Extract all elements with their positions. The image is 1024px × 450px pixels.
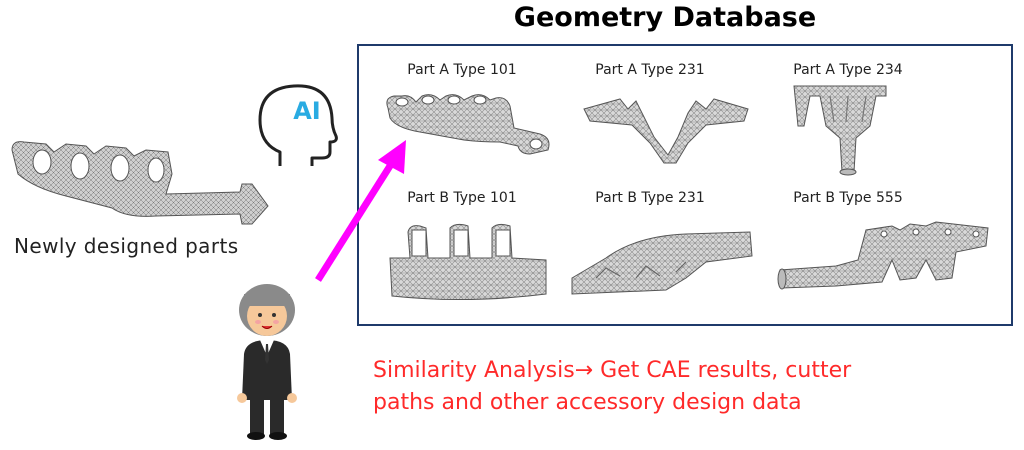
ai-badge-text: AI — [293, 97, 321, 125]
magenta-arrow — [315, 140, 406, 282]
ai-head-icon — [258, 84, 338, 166]
database-frame — [357, 44, 1013, 326]
new-part-mesh-image — [11, 141, 269, 225]
part-a231-mesh-image — [583, 98, 749, 164]
part-label-a101: Part A Type 101 — [407, 62, 517, 78]
part-label-b231: Part B Type 231 — [595, 190, 705, 206]
part-label-a234: Part A Type 234 — [793, 62, 903, 78]
new-parts-label: Newly designed parts — [14, 234, 239, 258]
caption-line-1: Similarity Analysis→ Get CAE results, cu… — [373, 358, 852, 383]
part-label-a231: Part A Type 231 — [595, 62, 705, 78]
caption-line-2: paths and other accessory design data — [373, 390, 802, 415]
similarity-analysis-caption: Similarity Analysis→ Get CAE results, cu… — [373, 355, 933, 419]
part-a101-mesh-image — [386, 94, 550, 155]
part-label-b555: Part B Type 555 — [793, 190, 903, 206]
part-a234-mesh-image — [793, 85, 887, 176]
engineer-person-icon — [237, 284, 297, 440]
part-b231-mesh-image — [571, 231, 753, 295]
part-b555-mesh-image — [777, 221, 989, 290]
database-title: Geometry Database — [513, 2, 817, 33]
part-label-b101: Part B Type 101 — [407, 190, 517, 206]
part-b101-mesh-image — [389, 223, 547, 301]
